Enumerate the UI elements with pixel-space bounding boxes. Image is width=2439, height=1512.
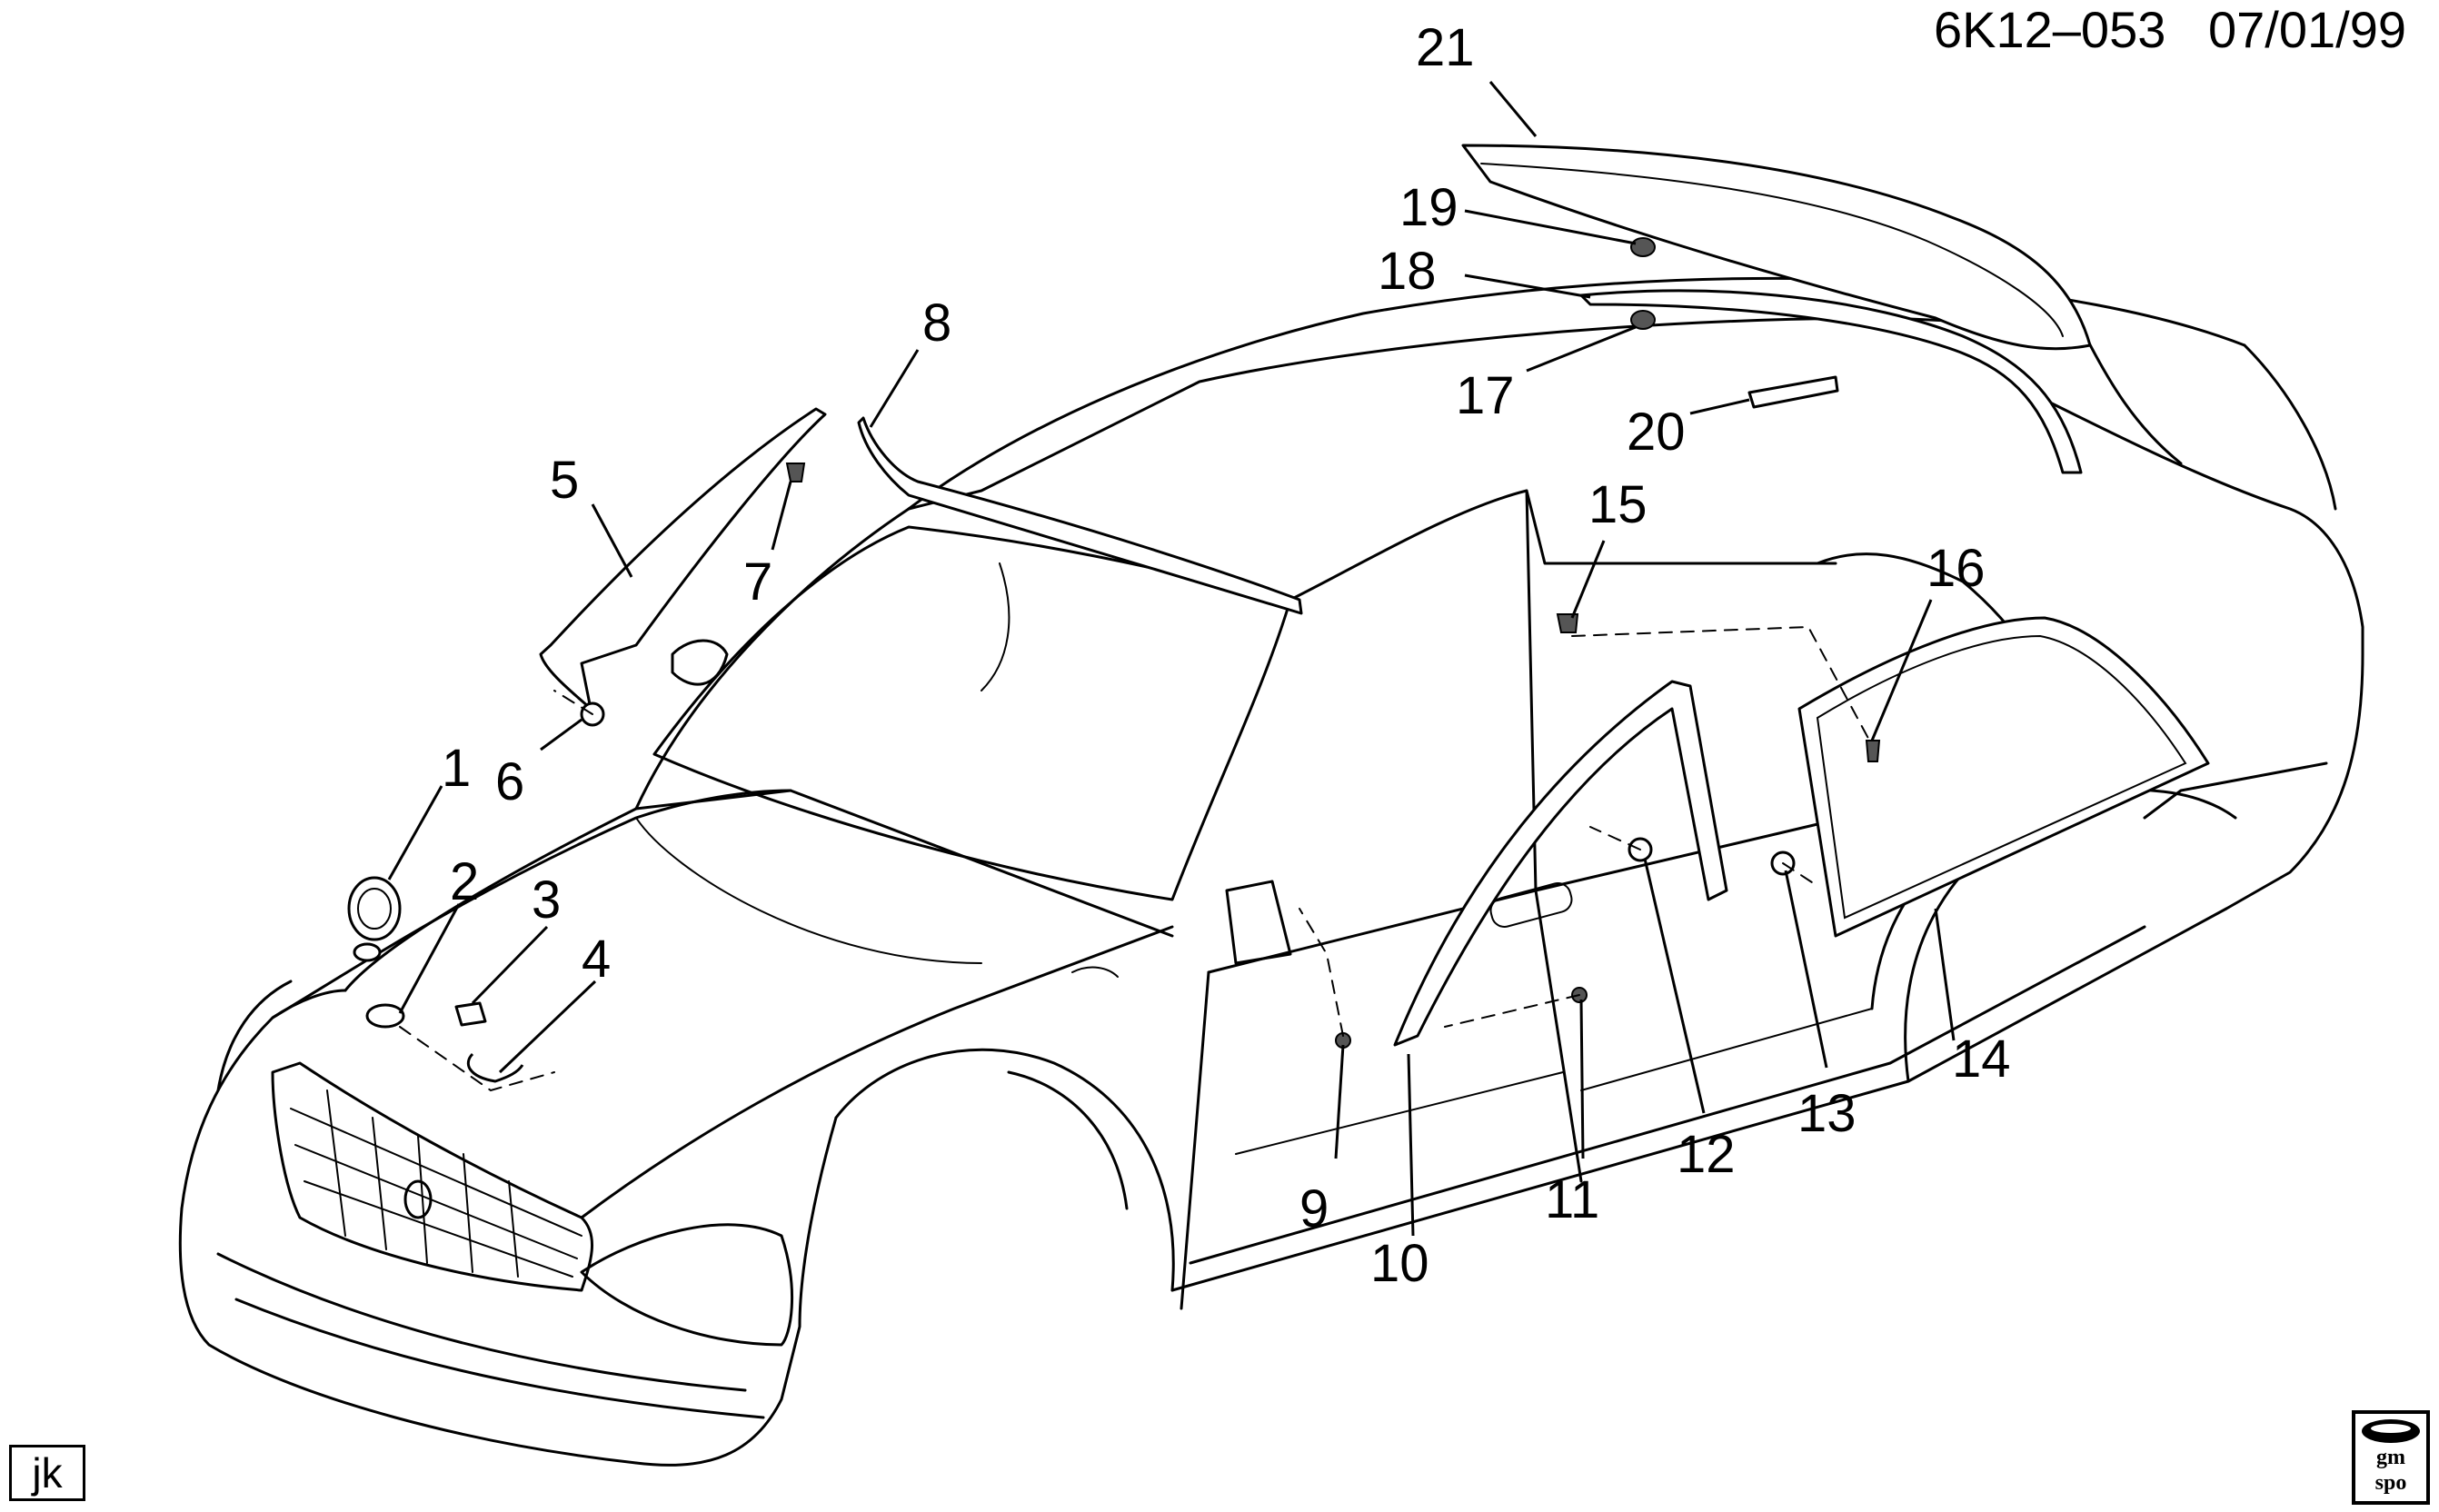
callout-8: 8 bbox=[922, 293, 951, 353]
car-body bbox=[178, 276, 2364, 1467]
callout-19: 19 bbox=[1399, 178, 1458, 237]
part-15-clip bbox=[1556, 613, 1579, 633]
part-1-emblem bbox=[347, 876, 402, 941]
callout-14: 14 bbox=[1952, 1030, 2011, 1089]
part-8-molding bbox=[857, 416, 1303, 615]
part-10-frame bbox=[1393, 680, 1728, 1047]
callout-5: 5 bbox=[550, 451, 579, 510]
callout-15: 15 bbox=[1588, 475, 1648, 534]
part-7-clip bbox=[785, 463, 806, 482]
callout-1: 1 bbox=[442, 739, 471, 798]
callout-13: 13 bbox=[1797, 1084, 1857, 1143]
callout-3: 3 bbox=[532, 870, 561, 930]
diagram-date: 07/01/99 bbox=[2208, 1, 2406, 58]
callout-10: 10 bbox=[1370, 1234, 1429, 1293]
callout-16: 16 bbox=[1926, 539, 1986, 598]
callout-6: 6 bbox=[495, 752, 524, 811]
callout-21: 21 bbox=[1416, 18, 1475, 77]
initials-text: jk bbox=[32, 1449, 63, 1497]
callout-9: 9 bbox=[1299, 1179, 1329, 1238]
parts bbox=[347, 144, 2210, 1083]
callout-17: 17 bbox=[1456, 366, 1515, 425]
part-18-molding bbox=[1579, 289, 2083, 474]
callout-2: 2 bbox=[450, 852, 479, 911]
callout-11: 11 bbox=[1545, 1170, 1599, 1229]
part-21-molding bbox=[1461, 144, 2092, 351]
initials-box: jk bbox=[9, 1445, 85, 1501]
logo-emblem-icon bbox=[2362, 1419, 2420, 1443]
diagram-code: 6K12–053 bbox=[1934, 1, 2165, 58]
callout-18: 18 bbox=[1378, 242, 1437, 301]
part-16-clip bbox=[1865, 740, 1881, 762]
part-17-clip bbox=[1630, 310, 1656, 330]
part-2-emblem bbox=[365, 1003, 405, 1029]
part-19-clip bbox=[1630, 237, 1656, 257]
gm-spo-logo: gm spo bbox=[2352, 1410, 2430, 1505]
callout-4: 4 bbox=[582, 930, 611, 989]
part-5-molding bbox=[539, 407, 827, 711]
logo-line-2: spo bbox=[2374, 1471, 2407, 1495]
callout-7: 7 bbox=[743, 552, 772, 612]
part-3-emblem bbox=[454, 1001, 487, 1027]
leader-lines bbox=[387, 81, 1956, 1237]
callout-20: 20 bbox=[1627, 403, 1686, 462]
callout-numbers: 1 2 3 4 5 6 7 8 9 10 11 12 13 14 15 16 1… bbox=[442, 18, 2011, 1293]
part-4-seal bbox=[466, 1052, 524, 1083]
part-14-frame bbox=[1797, 616, 2210, 938]
logo-line-1: gm bbox=[2376, 1446, 2405, 1469]
callout-12: 12 bbox=[1677, 1125, 1736, 1184]
part-20-strip bbox=[1747, 375, 1839, 409]
